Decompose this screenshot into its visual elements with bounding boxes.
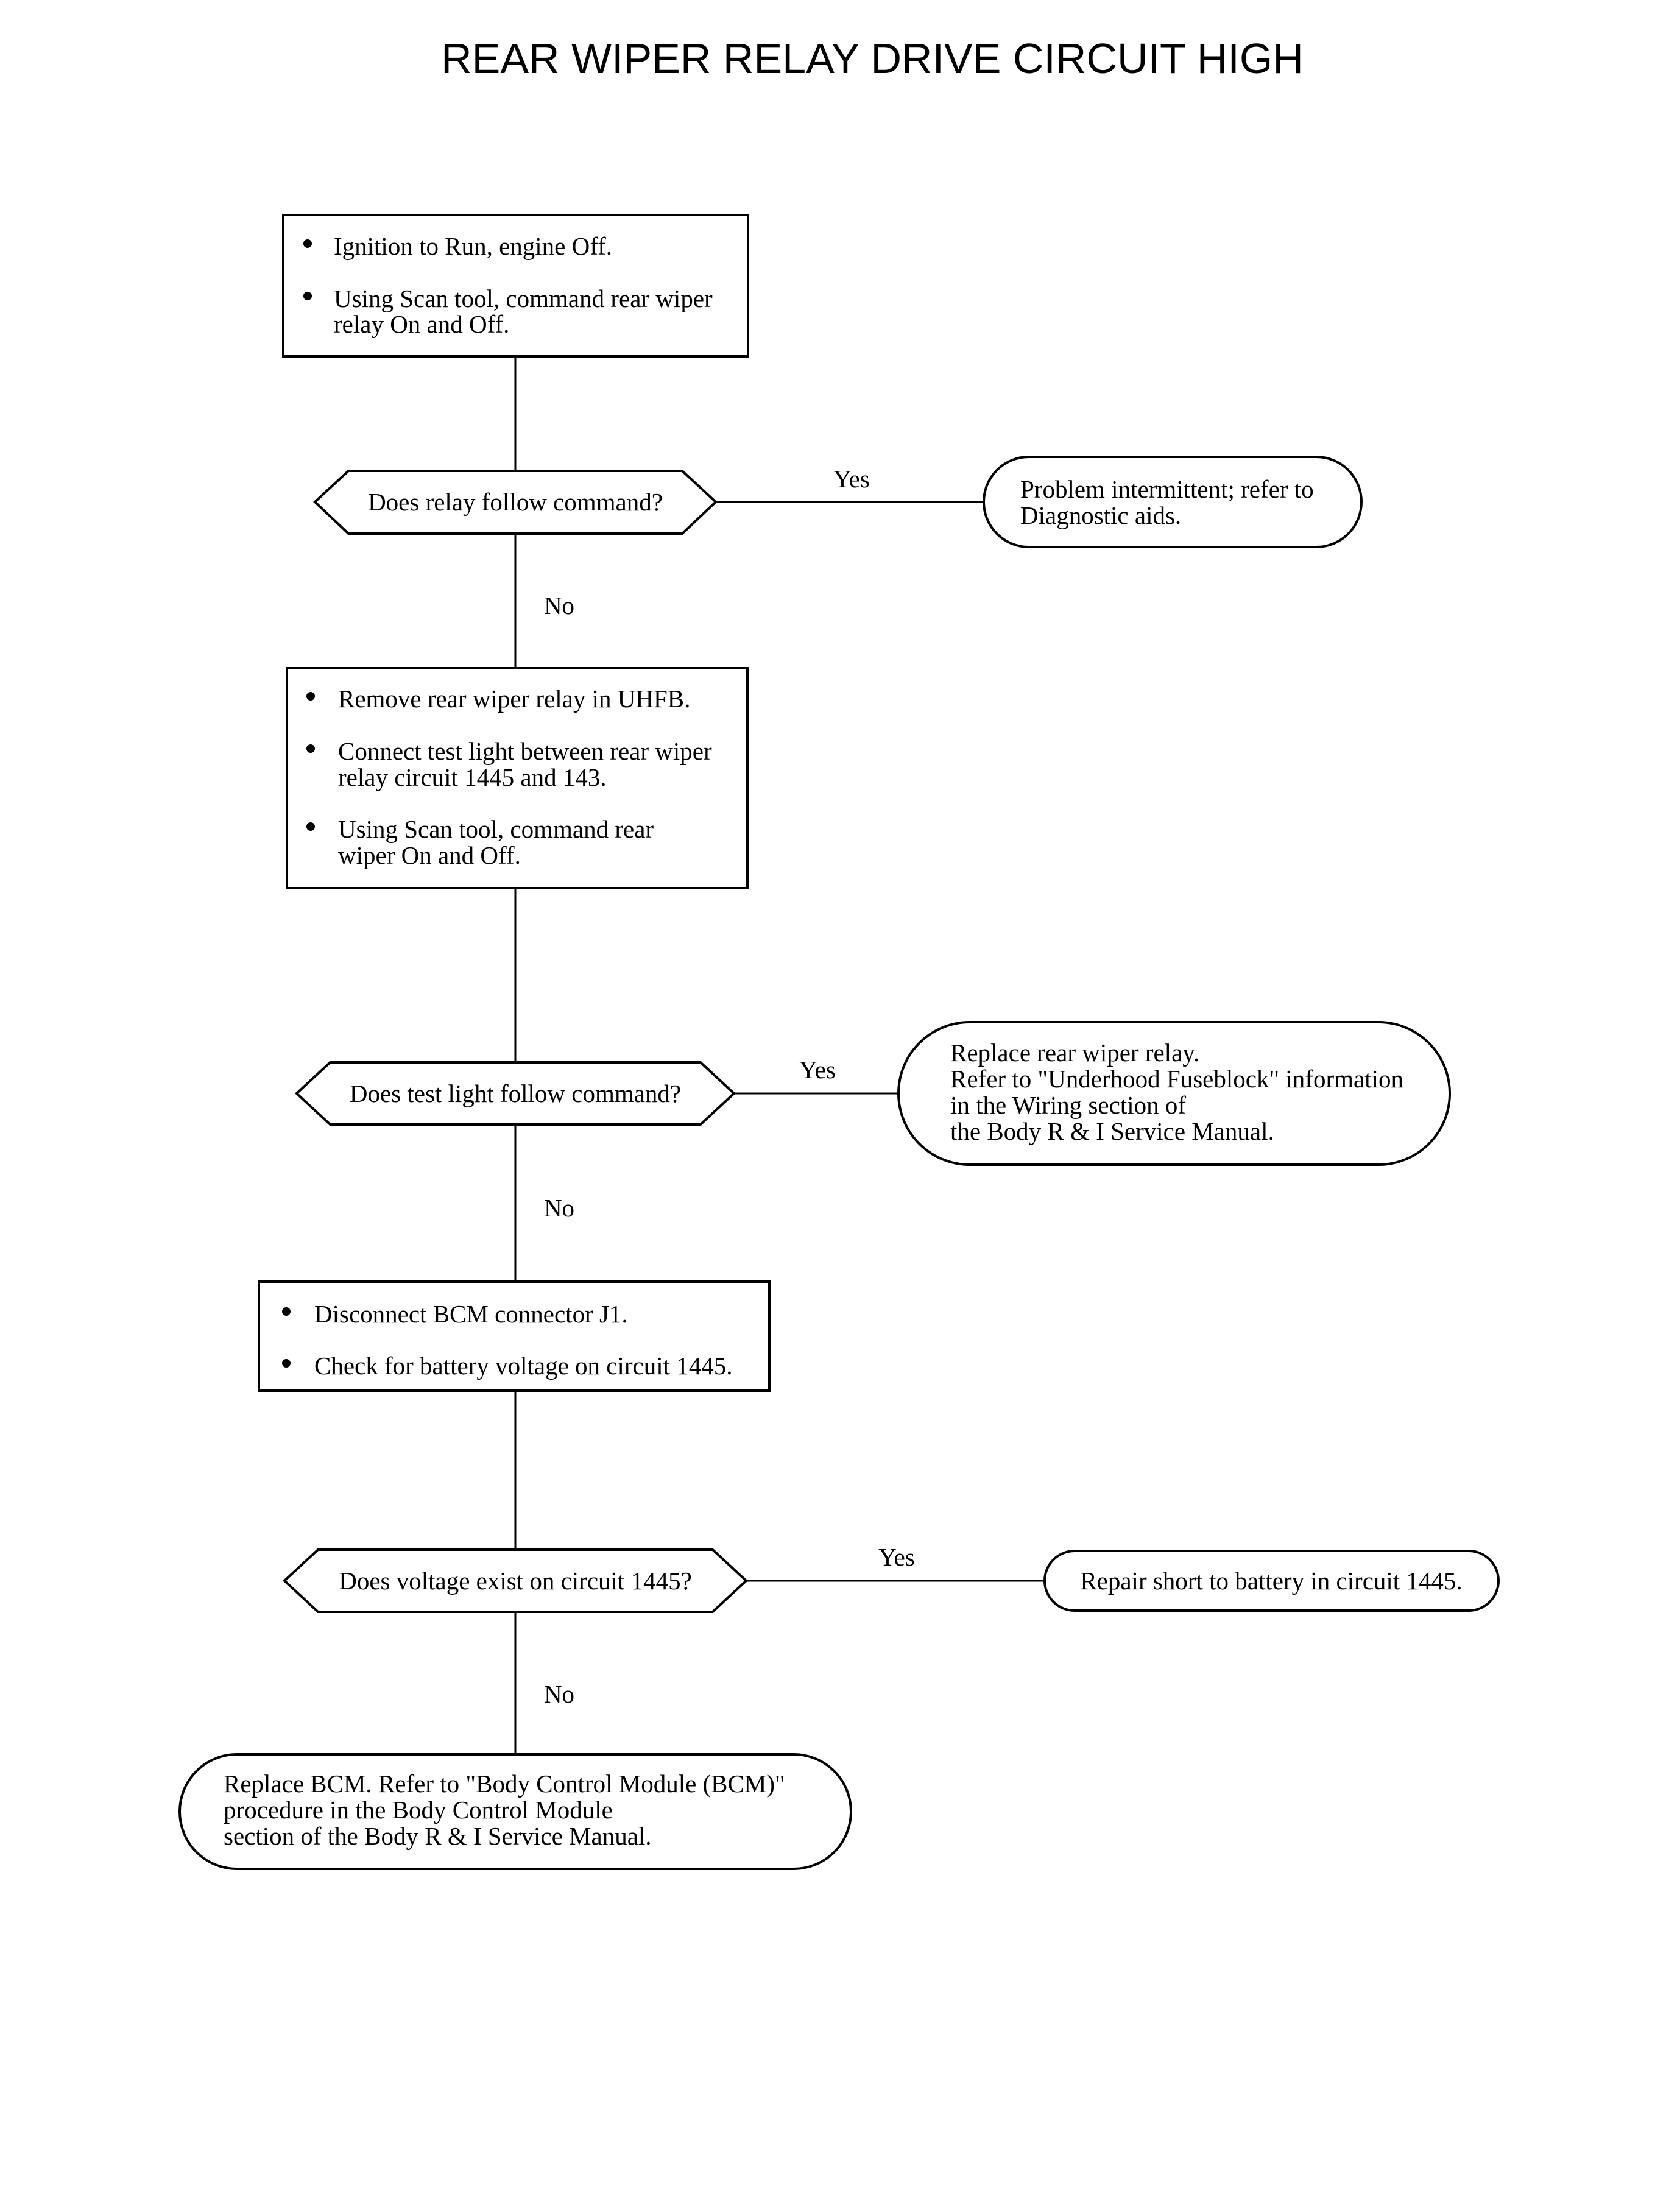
svg-text:Replace BCM. Refer to "Body Co: Replace BCM. Refer to "Body Control Modu… bbox=[224, 1770, 791, 1850]
page-title: REAR WIPER RELAY DRIVE CIRCUIT HIGH bbox=[441, 35, 1304, 82]
decision3-yes-label: Yes bbox=[878, 1543, 915, 1571]
result1-line1: Problem intermittent; refer to bbox=[1020, 475, 1314, 503]
result2-line3: in the Wiring section of bbox=[950, 1091, 1186, 1119]
result4-line2: procedure in the Body Control Module bbox=[224, 1796, 613, 1824]
step1-bullet1-line1: Ignition to Run, engine Off. bbox=[334, 232, 612, 260]
result4-line1: Replace BCM. Refer to "Body Control Modu… bbox=[224, 1770, 785, 1798]
result3-terminal: Repair short to battery in circuit 1445. bbox=[1043, 1550, 1500, 1612]
decision1-question: Does relay follow command? bbox=[368, 488, 663, 516]
svg-text:Using Scan tool, command rear: Using Scan tool, command rear wiper rela… bbox=[334, 284, 719, 338]
step1-box: Ignition to Run, engine Off. Using Scan … bbox=[282, 214, 749, 358]
step2-bullet3-line1: Using Scan tool, command rear bbox=[338, 815, 654, 843]
decision3-no-label: No bbox=[544, 1680, 574, 1708]
step3-box: Disconnect BCM connector J1. Check for b… bbox=[258, 1280, 771, 1392]
decision3-question: Does voltage exist on circuit 1445? bbox=[339, 1567, 692, 1595]
svg-text:Using Scan tool, command rear: Using Scan tool, command rear wiper On a… bbox=[338, 815, 660, 869]
svg-text:Check for battery voltage on c: Check for battery voltage on circuit 144… bbox=[314, 1352, 733, 1380]
result1-terminal: Problem intermittent; refer to Diagnosti… bbox=[983, 456, 1363, 548]
bullet-icon bbox=[306, 744, 315, 753]
result2-line1: Replace rear wiper relay. bbox=[950, 1039, 1199, 1067]
bullet-icon bbox=[303, 292, 312, 300]
step1-bullet2-line2: relay On and Off. bbox=[334, 310, 509, 338]
decision3: Does voltage exist on circuit 1445? bbox=[283, 1548, 748, 1613]
bullet-icon bbox=[282, 1359, 291, 1368]
decision1: Does relay follow command? bbox=[313, 470, 718, 535]
svg-text:Ignition to Run, engine Off.: Ignition to Run, engine Off. bbox=[334, 232, 612, 260]
bullet-icon bbox=[306, 822, 315, 831]
decision1-yes-label: Yes bbox=[833, 465, 870, 493]
svg-text:Remove rear wiper relay in UHF: Remove rear wiper relay in UHFB. bbox=[338, 685, 690, 713]
decision2-no-label: No bbox=[544, 1194, 574, 1222]
step3-bullet2-line1: Check for battery voltage on circuit 144… bbox=[314, 1352, 733, 1380]
step2-bullet3-line2: wiper On and Off. bbox=[338, 841, 521, 869]
step2-bullet1-line1: Remove rear wiper relay in UHFB. bbox=[338, 685, 690, 713]
bullet-icon bbox=[282, 1307, 291, 1316]
decision1-no-label: No bbox=[544, 591, 574, 620]
result4-terminal: Replace BCM. Refer to "Body Control Modu… bbox=[178, 1753, 852, 1870]
bullet-icon bbox=[306, 692, 315, 701]
decision2-yes-label: Yes bbox=[799, 1056, 836, 1084]
svg-text:Disconnect BCM connector J1.: Disconnect BCM connector J1. bbox=[314, 1300, 628, 1328]
result2-line2: Refer to "Underhood Fuseblock" informati… bbox=[950, 1065, 1403, 1093]
step3-bullet1-line1: Disconnect BCM connector J1. bbox=[314, 1300, 628, 1328]
result4-line3: section of the Body R & I Service Manual… bbox=[224, 1822, 652, 1850]
step1-bullet2-line1: Using Scan tool, command rear wiper bbox=[334, 284, 713, 312]
step2-bullet2-line1: Connect test light between rear wiper bbox=[338, 737, 712, 765]
decision2-question: Does test light follow command? bbox=[350, 1079, 681, 1107]
result2-line4: the Body R & I Service Manual. bbox=[950, 1117, 1274, 1145]
result3-line1: Repair short to battery in circuit 1445. bbox=[1080, 1567, 1462, 1595]
step2-bullet2-line2: relay circuit 1445 and 143. bbox=[338, 763, 607, 791]
svg-text:Connect test light between rea: Connect test light between rear wiper re… bbox=[338, 737, 718, 791]
result2-terminal: Replace rear wiper relay. Refer to "Unde… bbox=[897, 1021, 1451, 1166]
result1-line2: Diagnostic aids. bbox=[1020, 501, 1181, 529]
step2-box: Remove rear wiper relay in UHFB. Connect… bbox=[286, 667, 749, 889]
svg-text:Problem intermittent; refer to: Problem intermittent; refer to Diagnosti… bbox=[1020, 475, 1320, 529]
svg-text:Replace rear wiper relay.: Replace rear wiper relay. Refer to "Unde… bbox=[950, 1039, 1410, 1145]
bullet-icon bbox=[303, 239, 312, 248]
decision2: Does test light follow command? bbox=[295, 1061, 736, 1126]
